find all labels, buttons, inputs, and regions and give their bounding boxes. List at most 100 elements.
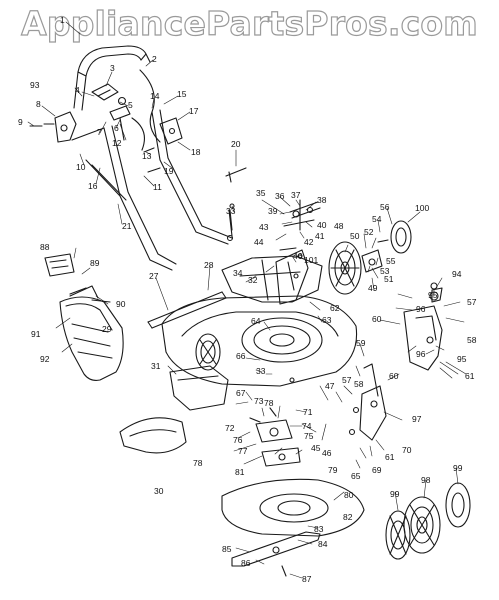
callout-13: 13 (142, 151, 152, 161)
callout-84: 84 (318, 539, 328, 549)
baffle[interactable] (221, 478, 365, 537)
callout-49: 49 (368, 283, 378, 293)
callout-62: 62 (330, 303, 340, 313)
callout-77: 77 (238, 446, 248, 456)
callout-74: 74 (302, 421, 312, 431)
callout-46: 46 (322, 448, 332, 458)
callout-43: 43 (259, 222, 269, 232)
mower-blade[interactable] (231, 531, 321, 577)
callout-21: 21 (122, 221, 132, 231)
callout-100: 100 (415, 203, 430, 213)
callout-60: 60 (389, 371, 399, 381)
callout-65: 65 (351, 471, 361, 481)
callout-51: 51 (384, 274, 394, 284)
callout-28: 28 (204, 260, 214, 270)
mower-deck[interactable] (161, 295, 358, 387)
callout-31: 31 (151, 361, 161, 371)
callout-61: 61 (465, 371, 475, 381)
hub-cap[interactable] (390, 220, 412, 254)
front-wheel-2[interactable] (403, 496, 441, 554)
callout-57: 57 (467, 297, 477, 307)
callout-99: 99 (390, 489, 400, 499)
callout-16: 16 (88, 181, 98, 191)
callout-29: 29 (102, 324, 112, 334)
callout-57: 57 (342, 375, 352, 385)
adjust-spring-bracket[interactable] (359, 363, 387, 441)
callout-60: 60 (372, 314, 382, 324)
callout-19: 19 (164, 166, 174, 176)
callout-76: 76 (233, 435, 243, 445)
upper-handle[interactable] (73, 45, 151, 111)
wheel-hub-parts (361, 239, 389, 273)
adjust-lever-rear[interactable] (283, 199, 321, 231)
callout-95: 95 (428, 290, 438, 300)
callout-72: 72 (225, 423, 235, 433)
callout-32: 32 (248, 275, 258, 285)
callout-14: 14 (150, 91, 160, 101)
callout-86: 86 (241, 558, 251, 568)
callout-33: 33 (256, 366, 266, 376)
callout-99: 99 (453, 463, 463, 473)
callout-6: 6 (114, 123, 119, 133)
callout-80: 80 (344, 490, 354, 500)
callout-40: 40 (317, 220, 327, 230)
callout-61: 61 (385, 452, 395, 462)
rear-axle-bar[interactable] (147, 291, 227, 329)
throttle-control[interactable] (29, 111, 77, 143)
leader-lines (27, 21, 467, 579)
callout-70: 70 (402, 445, 412, 455)
callout-78: 78 (193, 458, 203, 468)
callout-2: 2 (152, 54, 157, 64)
blade-adapter[interactable] (255, 419, 301, 467)
handle-bolts (143, 147, 247, 242)
callout-11: 11 (153, 182, 162, 192)
callout-71: 71 (303, 407, 313, 417)
callout-85: 85 (222, 544, 232, 554)
bag-frame[interactable] (44, 253, 75, 277)
discharge-door[interactable] (169, 365, 229, 411)
callout-3: 3 (110, 63, 115, 73)
callout-97: 97 (412, 414, 422, 424)
grass-bag[interactable] (59, 285, 124, 381)
front-wheel-1[interactable] (385, 510, 411, 560)
height-adjuster-right[interactable] (403, 287, 443, 371)
callout-36: 36 (275, 191, 285, 201)
callout-5: 5 (128, 100, 133, 110)
front-wheel-cap[interactable] (445, 482, 471, 528)
callout-41: 41 (315, 231, 325, 241)
callout-101: 101 (304, 255, 319, 265)
callout-75: 75 (304, 431, 314, 441)
callout-44: 44 (254, 237, 264, 247)
rear-wheel[interactable] (328, 241, 362, 295)
callout-15: 15 (177, 89, 187, 99)
callout-18: 18 (191, 147, 201, 157)
callout-53: 53 (380, 266, 390, 276)
callout-96: 96 (416, 304, 426, 314)
callout-67: 67 (236, 388, 246, 398)
hardware (229, 203, 439, 436)
callout-63: 63 (322, 315, 332, 325)
callout-93: 93 (30, 80, 40, 90)
lower-handle[interactable] (71, 109, 233, 271)
callout-90: 90 (116, 299, 126, 309)
callout-52: 52 (364, 227, 374, 237)
mulch-plug[interactable] (119, 417, 187, 454)
side-bracket[interactable] (159, 117, 183, 145)
watermark-title: AppliancePartsPros.com (21, 3, 479, 43)
callout-48: 48 (334, 221, 344, 231)
callout-94: 94 (452, 269, 462, 279)
callout-8: 8 (36, 99, 41, 109)
front-left-wheel[interactable] (195, 333, 221, 371)
callout-7: 7 (97, 127, 102, 137)
callout-55: 55 (386, 256, 396, 266)
callout-59: 59 (356, 338, 366, 348)
callout-78: 78 (264, 398, 274, 408)
callout-4: 4 (75, 85, 80, 95)
callout-50: 50 (350, 231, 360, 241)
callout-91: 91 (31, 329, 41, 339)
bag-handle-rod (69, 287, 111, 303)
callout-64: 64 (251, 316, 261, 326)
callout-45: 45 (311, 443, 321, 453)
callout-34: 34 (233, 268, 243, 278)
callout-54: 54 (372, 214, 382, 224)
